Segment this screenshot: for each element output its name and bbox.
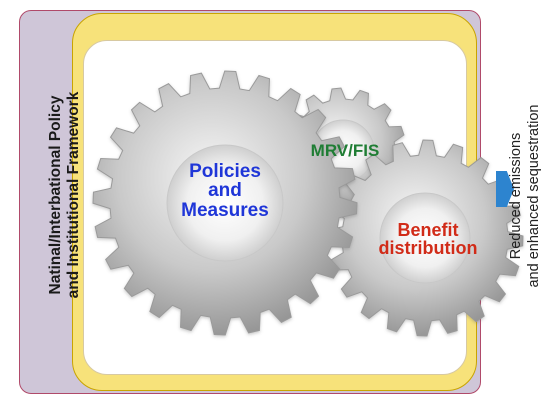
benefit-gear-label: Benefit distribution	[376, 221, 480, 258]
outcome-text: Reduced emissions and enhanced sequestra…	[507, 101, 551, 291]
benefit-line-2: distribution	[378, 238, 478, 259]
framework-title: Natinal/Interbational Policy and Institu…	[37, 30, 93, 360]
policies-gear-label: Policies and Measures	[165, 161, 285, 221]
policies-line-1: Policies	[189, 161, 261, 182]
benefit-line-1: Benefit	[397, 220, 459, 240]
policies-line-2: and	[208, 180, 242, 202]
policies-line-3: Measures	[181, 199, 269, 221]
outcome-line-2: and enhanced sequestration	[526, 104, 542, 288]
mrv-gear-label: MRV/FIS	[310, 141, 380, 160]
outcome-line-1: Reduced emissions	[508, 132, 524, 260]
framework-title-line-2: and Institutional Framework	[65, 91, 82, 299]
arrow-icon	[496, 171, 514, 207]
framework-title-line-1: Natinal/Interbational Policy	[47, 95, 64, 295]
